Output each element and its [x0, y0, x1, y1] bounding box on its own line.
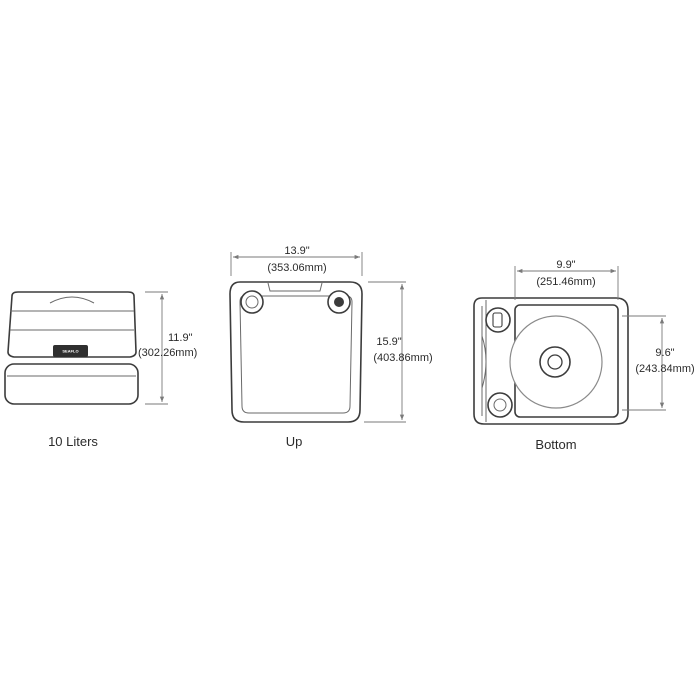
side-view: SEAFLO 11.9" (302.26mm) 10 Liters	[4, 291, 197, 449]
bottom-view-width-in: 9.9"	[556, 259, 575, 271]
bottom-view-hinge	[481, 335, 487, 389]
up-view-left-port	[240, 290, 264, 314]
bottom-view-height-in: 9.6"	[655, 347, 674, 359]
bottom-view-top-valve-lever	[492, 312, 503, 328]
bottom-view-height-mm: (243.84mm)	[635, 363, 694, 375]
side-view-logo: SEAFLO	[62, 349, 78, 354]
side-view-logo-badge	[53, 345, 88, 357]
bottom-view-center-hole	[547, 354, 563, 370]
up-view-height-mm: (403.86mm)	[373, 352, 432, 364]
up-view-body	[229, 281, 363, 423]
up-view-left-port-inner	[245, 295, 259, 309]
up-view-caption: Up	[286, 434, 303, 449]
up-view-width-mm: (353.06mm)	[267, 262, 326, 274]
up-view-right-port-inner	[334, 297, 344, 307]
side-view-lid-dome	[49, 296, 95, 304]
bottom-view: 9.9" (251.46mm) 9.6" (243.84mm) Bottom	[473, 259, 695, 452]
bottom-view-bottom-valve-inner	[493, 398, 507, 412]
side-view-base-tank	[4, 363, 139, 405]
up-view-height-in: 15.9"	[376, 336, 401, 348]
side-view-upper-tank	[7, 291, 137, 358]
bottom-view-width-mm: (251.46mm)	[536, 276, 595, 288]
bottom-view-caption: Bottom	[535, 437, 576, 452]
side-view-caption: 10 Liters	[48, 434, 98, 449]
up-view-top-tab	[267, 282, 323, 292]
bottom-view-bottom-valve	[487, 392, 513, 418]
up-view-inner-outline	[239, 295, 353, 414]
up-view: 13.9" (353.06mm) 15.9" (403.86mm) Up	[229, 245, 433, 449]
side-view-height-in: 11.9"	[168, 332, 193, 344]
side-view-height-mm: (302.26mm)	[138, 347, 197, 359]
up-view-width-in: 13.9"	[284, 245, 309, 257]
